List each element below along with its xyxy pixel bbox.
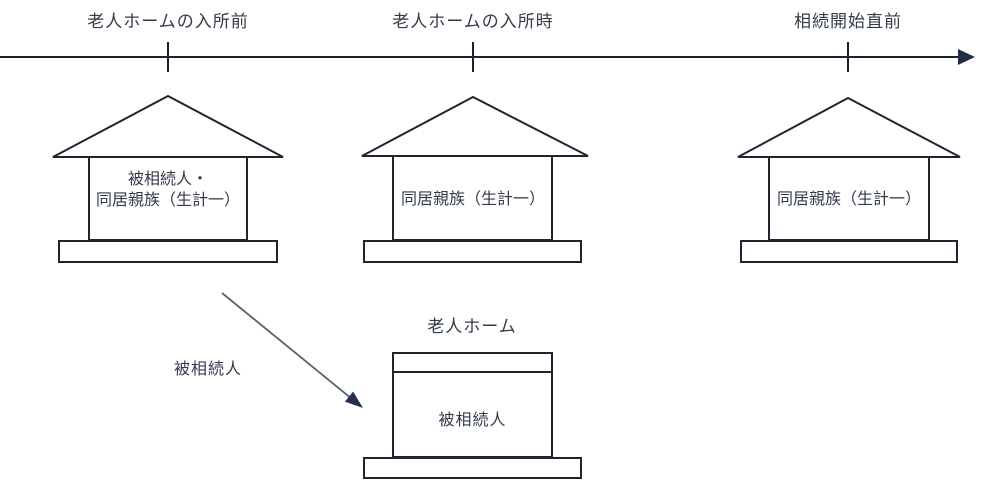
house-2-foundation bbox=[363, 240, 582, 263]
nursing-home-occupant-label: 被相続人 bbox=[438, 412, 507, 429]
nursing-home-roof-band bbox=[394, 354, 551, 373]
move-arrow bbox=[221, 292, 363, 408]
timeline-tick-at-admission bbox=[472, 42, 474, 72]
house-3-foundation bbox=[740, 240, 958, 263]
house-1-label-line1: 被相続人・ bbox=[127, 171, 208, 188]
milestone-label-at-admission: 老人ホームの入所時 bbox=[392, 12, 554, 31]
house-1-roof bbox=[52, 94, 284, 158]
house-2-body bbox=[392, 155, 553, 241]
timeline-tick-before-admission bbox=[167, 42, 169, 72]
house-2-roof bbox=[361, 95, 589, 157]
house-1-label-line2: 同居親族（生計一） bbox=[95, 192, 240, 209]
timeline-arrowhead-icon bbox=[958, 49, 975, 65]
nursing-home-building: 被相続人 bbox=[392, 352, 553, 458]
timeline-axis bbox=[0, 56, 961, 58]
move-arrow-label: 被相続人 bbox=[173, 361, 243, 378]
house-1-label: 被相続人・ 同居親族（生計一） bbox=[68, 169, 268, 211]
house-1-foundation bbox=[58, 240, 278, 263]
house-3-roof bbox=[737, 96, 961, 158]
milestone-label-before-inheritance: 相続開始直前 bbox=[794, 12, 902, 31]
nursing-home-title: 老人ホーム bbox=[427, 317, 517, 336]
timeline-tick-before-inheritance bbox=[847, 42, 849, 72]
house-2-label: 同居親族（生計一） bbox=[400, 191, 545, 208]
house-3-label: 同居親族（生計一） bbox=[776, 191, 921, 208]
nursing-home-foundation bbox=[363, 457, 582, 479]
milestone-label-before-admission: 老人ホームの入所前 bbox=[87, 12, 249, 31]
